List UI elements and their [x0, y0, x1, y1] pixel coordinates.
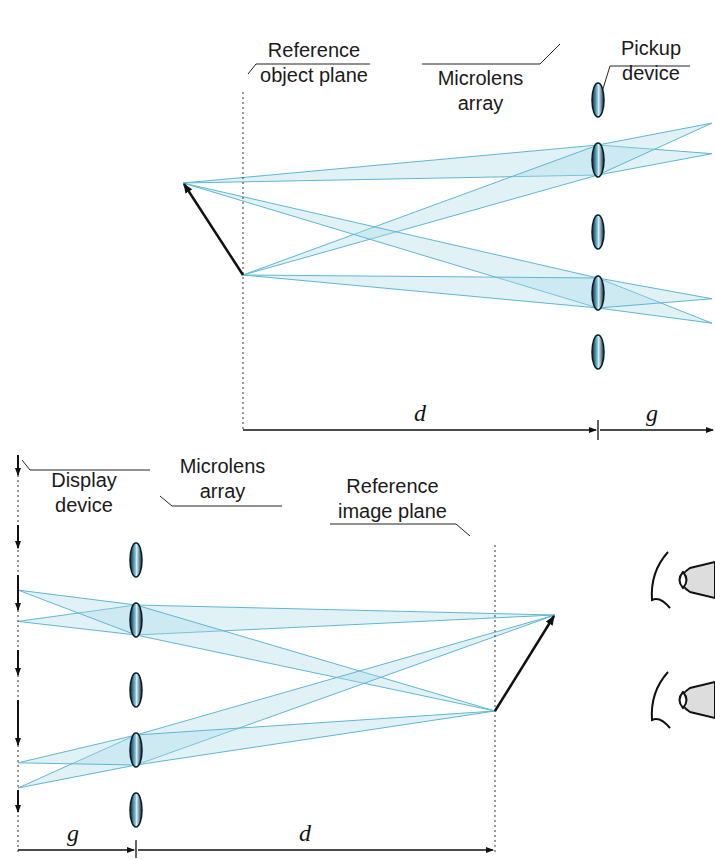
dimension-label: g	[58, 820, 88, 846]
microlens	[130, 603, 142, 637]
ray-cone	[598, 123, 712, 175]
microlens	[592, 335, 604, 369]
microlens	[130, 733, 142, 767]
microlens	[592, 83, 604, 117]
device-label: Pickup device	[602, 36, 700, 86]
microlens	[592, 215, 604, 249]
microlens-array	[130, 83, 604, 827]
microlens	[130, 673, 142, 707]
dimension-label: d	[290, 820, 320, 846]
plane-lines	[18, 92, 495, 852]
plane-label: Reference object plane	[253, 38, 375, 88]
ray-cone	[598, 278, 712, 323]
microlens	[130, 543, 142, 577]
ray-cone	[136, 615, 555, 765]
microlens	[592, 276, 604, 310]
ray-cone	[243, 275, 598, 308]
ray-cone	[18, 590, 136, 635]
microlens	[130, 793, 142, 827]
image-arrow	[495, 616, 554, 711]
device-label: Display device	[28, 468, 140, 518]
dimension-label: d	[405, 400, 435, 426]
ray-cone	[598, 278, 712, 308]
microlens	[592, 143, 604, 177]
ray-cone	[18, 735, 136, 788]
dimension-label: g	[637, 400, 667, 426]
array-label: Microlens array	[418, 66, 543, 116]
object-arrow	[184, 184, 243, 275]
viewer-eyes	[652, 552, 715, 728]
label-leaders	[22, 44, 690, 536]
light-rays	[18, 123, 712, 788]
ray-cone	[18, 735, 136, 765]
ray-cone	[136, 711, 495, 765]
ray-cone	[183, 183, 598, 308]
plane-label: Reference image plane	[325, 474, 460, 524]
dimension-lines	[18, 420, 713, 858]
elemental-image-arrows	[17, 455, 19, 812]
array-label: Microlens array	[160, 454, 285, 504]
